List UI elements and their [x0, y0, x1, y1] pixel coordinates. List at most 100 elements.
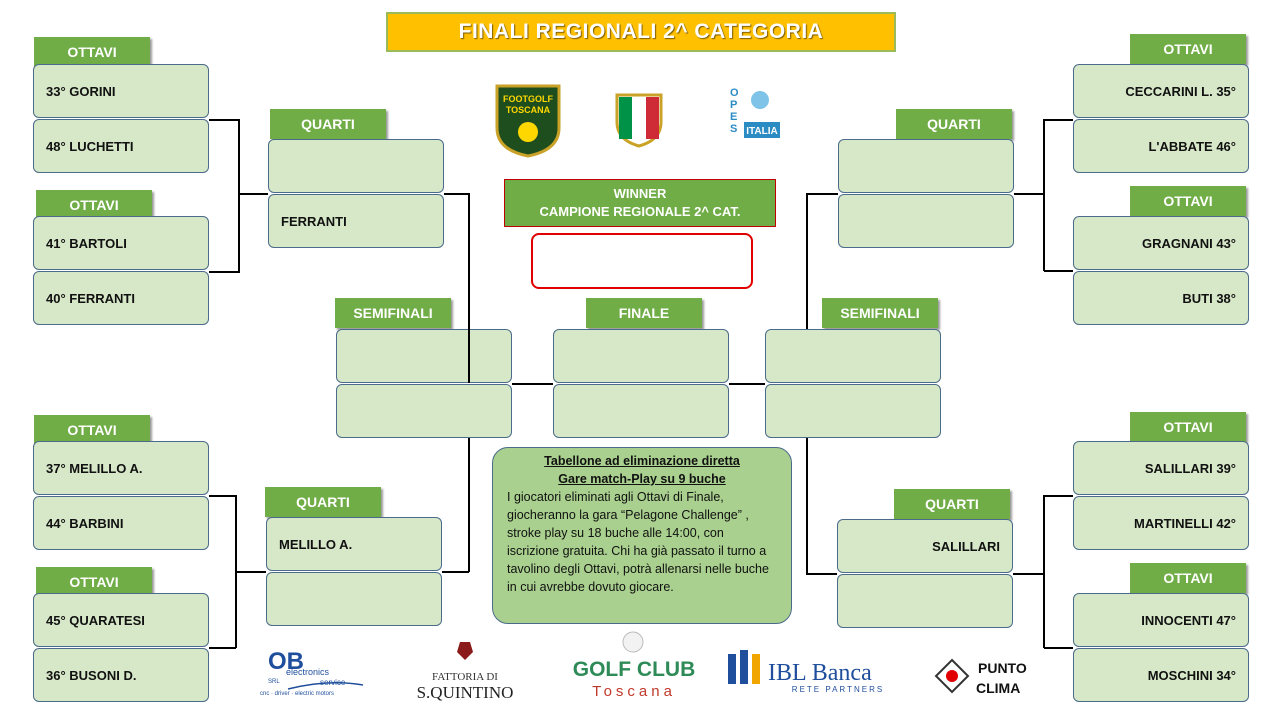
svg-text:ITALIA: ITALIA	[746, 126, 777, 137]
ottavi-label: OTTAVI	[1130, 186, 1246, 216]
left-ottavi-slot-7[interactable]: 45° QUARATESI	[33, 593, 209, 647]
svg-text:S: S	[730, 123, 737, 135]
right-ottavi-slot-4[interactable]: BUTI 38°	[1073, 271, 1249, 325]
footgolf-toscana-logo: FOOTGOLF TOSCANA	[493, 82, 563, 158]
svg-text:TOSCANA: TOSCANA	[506, 105, 551, 115]
note-heading: Tabellone ad eliminazione diretta	[544, 454, 740, 468]
svg-text:electronics: electronics	[286, 667, 330, 677]
bracket-line	[209, 647, 236, 649]
bracket-line	[1014, 193, 1044, 195]
svg-text:P: P	[730, 99, 737, 111]
bracket-line	[235, 571, 266, 573]
italia-shield-icon	[614, 92, 664, 148]
champion-label: CAMPIONE REGIONALE 2^ CAT.	[539, 204, 741, 219]
left-ottavi-slot-2[interactable]: 48° LUCHETTI	[33, 119, 209, 173]
bracket-line	[1013, 573, 1044, 575]
bracket-line	[1044, 119, 1073, 121]
left-quarti-slot-4[interactable]	[266, 572, 442, 626]
left-semifinale-slot-1[interactable]	[336, 329, 512, 383]
svg-text:CLIMA: CLIMA	[976, 680, 1020, 696]
bracket-line	[468, 193, 470, 383]
opes-italia-logo: O P E S ITALIA	[724, 82, 782, 154]
svg-text:GOLF CLUB: GOLF CLUB	[573, 658, 695, 681]
right-ottavi-slot-3[interactable]: GRAGNANI 43°	[1073, 216, 1249, 270]
right-ottavi-slot-1[interactable]: CECCARINI L. 35°	[1073, 64, 1249, 118]
finale-slot-1[interactable]	[553, 329, 729, 383]
right-ottavi-slot-7[interactable]: INNOCENTI 47°	[1073, 593, 1249, 647]
right-quarti-slot-3[interactable]: SALILLARI	[837, 519, 1013, 573]
bracket-line	[806, 438, 808, 573]
bracket-line	[1043, 495, 1045, 648]
bracket-line	[238, 193, 240, 273]
svg-text:Toscana: Toscana	[592, 683, 676, 700]
svg-text:OB: OB	[268, 648, 304, 675]
bracket-line	[444, 193, 469, 195]
winner-label: WINNER	[613, 186, 667, 201]
quarti-label: QUARTI	[894, 489, 1010, 519]
right-quarti-slot-2[interactable]	[838, 194, 1014, 248]
note-body: I giocatori eliminati agli Ottavi di Fin…	[507, 490, 769, 594]
left-ottavi-slot-4[interactable]: 40° FERRANTI	[33, 271, 209, 325]
bracket-line	[209, 119, 239, 121]
right-ottavi-slot-5[interactable]: SALILLARI 39°	[1073, 441, 1249, 495]
svg-text:RETE PARTNERS: RETE PARTNERS	[792, 685, 884, 694]
right-ottavi-slot-2[interactable]: L'ABBATE 46°	[1073, 119, 1249, 173]
bracket-line	[209, 271, 239, 273]
bracket-line	[729, 383, 765, 385]
bracket-line	[806, 573, 837, 575]
bracket-line	[1044, 270, 1073, 272]
ob-electronics-logo: OB electronics SRL service cnc · driver …	[258, 645, 368, 700]
ottavi-label: OTTAVI	[34, 415, 150, 445]
left-ottavi-slot-5[interactable]: 37° MELILLO A.	[33, 441, 209, 495]
left-semifinale-slot-2[interactable]	[336, 384, 512, 438]
left-ottavi-slot-8[interactable]: 36° BUSONI D.	[33, 648, 209, 702]
ottavi-label: OTTAVI	[1130, 563, 1246, 593]
svg-text:E: E	[730, 111, 737, 123]
champion-box[interactable]	[531, 233, 753, 289]
right-ottavi-slot-6[interactable]: MARTINELLI 42°	[1073, 496, 1249, 550]
quarti-label: QUARTI	[265, 487, 381, 517]
bracket-line	[468, 438, 470, 572]
bracket-line	[806, 193, 838, 195]
golf-club-toscana-logo: GOLF CLUB Toscana	[567, 630, 702, 700]
left-ottavi-slot-6[interactable]: 44° BARBINI	[33, 496, 209, 550]
finale-slot-2[interactable]	[553, 384, 729, 438]
svg-text:FOOTGOLF: FOOTGOLF	[503, 94, 553, 104]
ottavi-label: OTTAVI	[34, 37, 150, 67]
right-semifinale-slot-1[interactable]	[765, 329, 941, 383]
left-quarti-slot-1[interactable]	[268, 139, 444, 193]
bracket-line	[1043, 119, 1045, 271]
bracket-line	[442, 571, 469, 573]
left-quarti-slot-3[interactable]: MELILLO A.	[266, 517, 442, 571]
fattoria-sanquintino-logo: FATTORIA DI S.QUINTINO	[405, 638, 525, 702]
ottavi-label: OTTAVI	[1130, 34, 1246, 64]
svg-text:SRL: SRL	[268, 679, 280, 685]
semifinali-label: SEMIFINALI	[335, 298, 451, 328]
svg-text:IBL Banca: IBL Banca	[768, 660, 872, 686]
quarti-label: QUARTI	[270, 109, 386, 139]
ibl-banca-logo: IBL Banca RETE PARTNERS	[728, 650, 913, 696]
right-semifinale-slot-2[interactable]	[765, 384, 941, 438]
ottavi-label: OTTAVI	[36, 567, 152, 597]
ottavi-label: OTTAVI	[36, 190, 152, 220]
note-subheading: Gare match-Play su 9 buche	[558, 472, 726, 486]
left-quarti-slot-2[interactable]: FERRANTI	[268, 194, 444, 248]
right-quarti-slot-4[interactable]	[837, 574, 1013, 628]
bracket-line	[238, 193, 268, 195]
bracket-line	[1044, 495, 1073, 497]
winner-header: WINNER CAMPIONE REGIONALE 2^ CAT.	[504, 179, 776, 227]
left-ottavi-slot-1[interactable]: 33° GORINI	[33, 64, 209, 118]
svg-text:PUNTO: PUNTO	[978, 660, 1027, 676]
punto-clima-logo: PUNTO CLIMA	[932, 656, 1032, 700]
svg-text:cnc · driver · electric motors: cnc · driver · electric motors	[260, 691, 334, 697]
right-quarti-slot-1[interactable]	[838, 139, 1014, 193]
left-ottavi-slot-3[interactable]: 41° BARTOLI	[33, 216, 209, 270]
svg-text:S.QUINTINO: S.QUINTINO	[417, 683, 514, 702]
page-title: FINALI REGIONALI 2^ CATEGORIA	[386, 12, 896, 52]
ottavi-label: OTTAVI	[1130, 412, 1246, 442]
bracket-line	[209, 495, 236, 497]
rules-note: Tabellone ad eliminazione diretta Gare m…	[492, 447, 792, 624]
right-ottavi-slot-8[interactable]: MOSCHINI 34°	[1073, 648, 1249, 702]
semifinali-label: SEMIFINALI	[822, 298, 938, 328]
svg-text:O: O	[730, 87, 739, 99]
